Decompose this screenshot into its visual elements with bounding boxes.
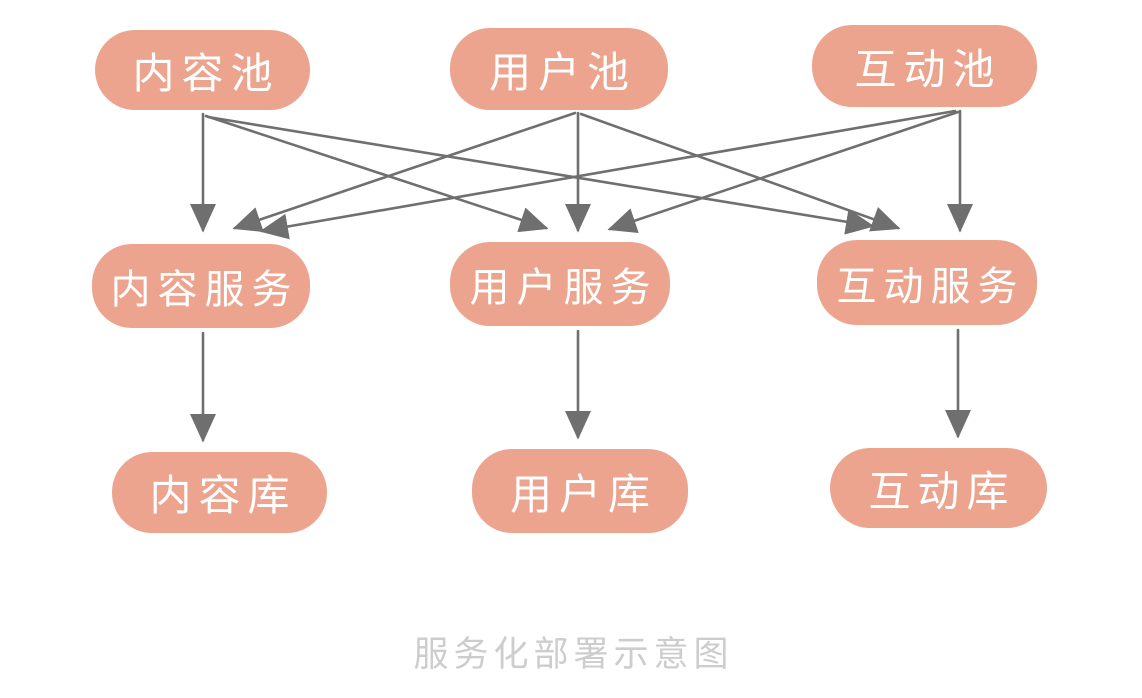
node-interaction-pool: 互动池: [812, 25, 1037, 107]
edge-user-pool-to-interaction-service: [579, 112, 901, 232]
edge-interaction-pool-to-content-service: [259, 109, 957, 240]
edge-interaction-pool-to-user-service: [607, 110, 960, 234]
node-user-db: 用户库: [472, 449, 688, 533]
node-content-db: 内容库: [112, 452, 327, 533]
node-interaction-db: 互动库: [830, 448, 1047, 528]
node-content-pool: 内容池: [95, 30, 310, 110]
edge-content-pool-to-interaction-service: [206, 115, 875, 235]
node-interaction-service: 互动服务: [817, 240, 1037, 325]
edge-content-pool-to-user-service: [204, 114, 549, 233]
node-user-service: 用户服务: [450, 242, 670, 326]
node-content-service: 内容服务: [92, 244, 310, 328]
edge-user-pool-to-content-service: [232, 111, 577, 232]
node-user-pool: 用户池: [450, 28, 668, 110]
diagram-caption: 服务化部署示意图: [413, 635, 734, 675]
